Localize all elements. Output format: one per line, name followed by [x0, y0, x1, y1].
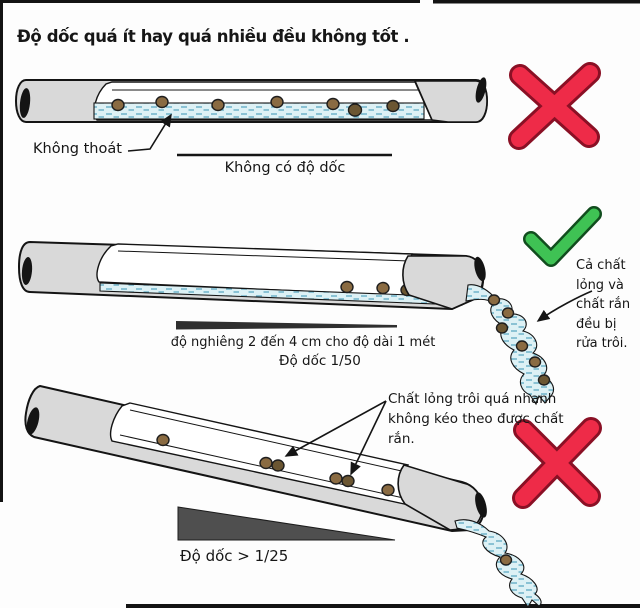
- waste-particle: [515, 340, 529, 352]
- waste-particle: [501, 307, 515, 319]
- good-slope-stream-note: Cả chất lỏng và chất rắn đều bị rửa trôi…: [576, 258, 631, 351]
- waste-particle: [156, 433, 170, 447]
- top-border: [0, 0, 420, 3]
- pointer-arrow: [127, 113, 172, 152]
- pipe-right-cap: [397, 464, 483, 531]
- waste-particle: [271, 459, 285, 472]
- waste-particle: [340, 280, 354, 294]
- red-x-icon: [512, 417, 602, 509]
- steep-slope-note: Chất lỏng trôi quá nhanh không kéo theo …: [388, 391, 564, 447]
- page-title: Độ dốc quá ít hay quá nhiều đều không tố…: [17, 27, 410, 46]
- pipe-inner-wall: [117, 250, 411, 262]
- waste-particle: [495, 322, 509, 334]
- red-x-icon: [508, 62, 601, 150]
- waste-particle: [528, 356, 542, 368]
- pipe-opening-left: [21, 257, 33, 285]
- no-drain-label: Không thoát: [33, 141, 122, 157]
- standing-water: [93, 102, 425, 120]
- left-border: [0, 0, 3, 502]
- no-slope-caption: Không có độ dốc: [224, 160, 346, 176]
- outflow-stream: [465, 284, 555, 406]
- waste-particle: [537, 374, 551, 386]
- waste-particle: [386, 99, 400, 113]
- waste-particle: [211, 98, 225, 112]
- waste-particle: [329, 472, 343, 485]
- figure-steep-slope-art: [24, 384, 602, 608]
- pipe-opening-right: [475, 492, 487, 518]
- waste-particle: [326, 97, 340, 111]
- note-arrow-1: [284, 400, 387, 457]
- pipe-opening-left: [19, 88, 31, 118]
- waste-particle: [155, 95, 169, 109]
- pipe-opening-right: [475, 77, 487, 103]
- steep-slope-caption: Độ dốc > 1/25: [180, 547, 289, 565]
- outflow-stream: [454, 519, 542, 608]
- waste-particle: [341, 474, 355, 488]
- pipe-opening-right: [474, 256, 486, 282]
- note-arrow-2: [350, 400, 387, 476]
- figure-good-slope-art: [17, 206, 602, 406]
- waste-particle: [111, 98, 125, 112]
- waste-particle: [487, 294, 501, 306]
- green-check-icon: [523, 206, 602, 267]
- waste-particle: [270, 95, 284, 109]
- waste-particle: [347, 103, 363, 117]
- top-border-right: [433, 0, 640, 4]
- stream-pointer-arrow: [536, 290, 593, 322]
- gentle-slope-wedge: [176, 321, 397, 330]
- waste-particle: [499, 554, 513, 566]
- waste-particle: [376, 281, 390, 295]
- good-slope-caption-line1: độ nghiêng 2 đến 4 cm cho độ dài 1 mét: [170, 335, 436, 350]
- bottom-border: [126, 604, 640, 608]
- waste-particle: [259, 456, 273, 470]
- waste-particle: [381, 483, 395, 497]
- figure-no-slope-art: [14, 62, 601, 157]
- pipe-opening-left: [26, 407, 40, 435]
- steep-slope-triangle: [177, 506, 396, 541]
- good-slope-caption-line2: Độ dốc 1/50: [279, 353, 361, 369]
